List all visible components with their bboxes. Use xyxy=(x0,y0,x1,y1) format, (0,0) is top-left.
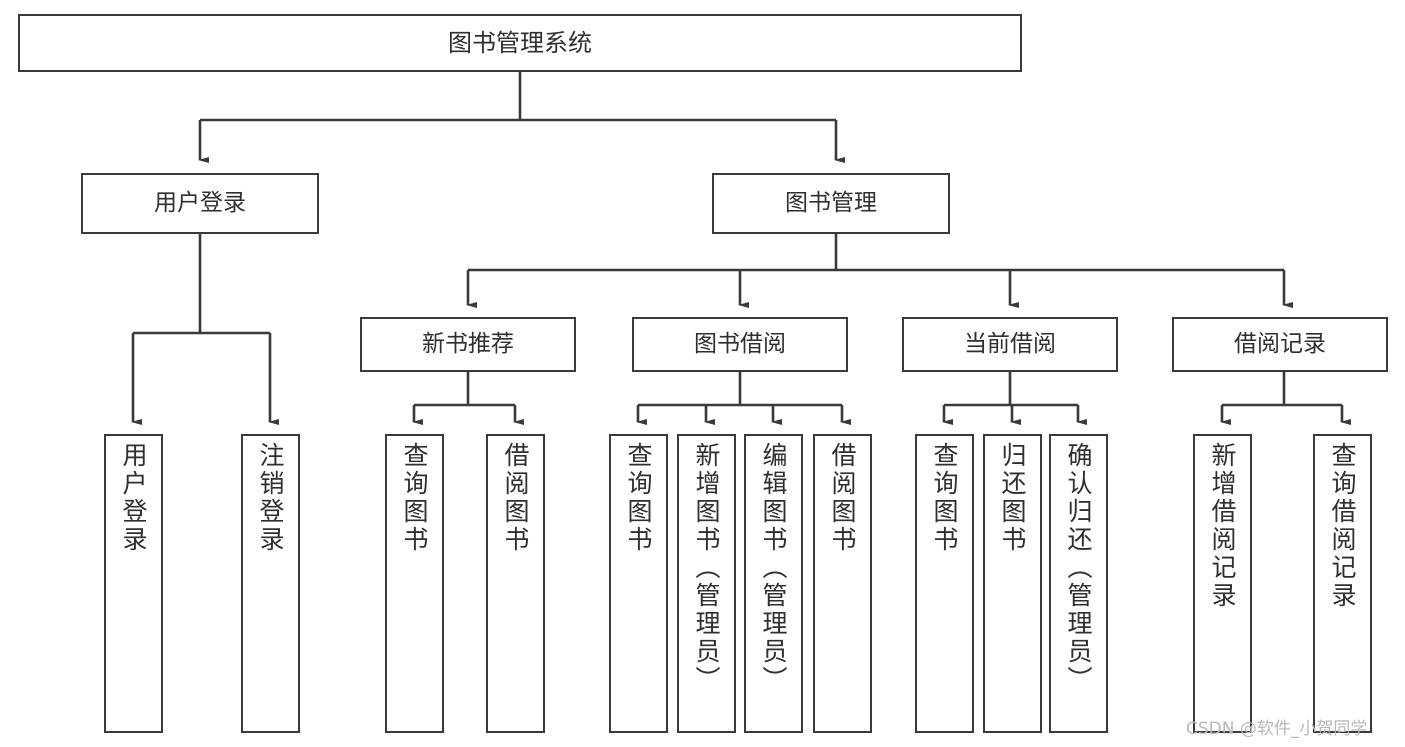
node-label: 图书借阅 xyxy=(694,330,786,357)
leaf-book-borrow-query-book[interactable]: 查询图书 xyxy=(609,434,668,733)
leaf-current-borrow-confirm-return-admin[interactable]: 确认归还（管理员） xyxy=(1049,434,1108,733)
node-label: 新书推荐 xyxy=(422,330,514,357)
node-book-management[interactable]: 图书管理 xyxy=(712,173,950,234)
node-label: 确认归还（管理员） xyxy=(1064,442,1093,694)
node-label: 新增图书（管理员） xyxy=(692,442,721,694)
node-label: 编辑图书（管理员） xyxy=(759,442,788,694)
node-new-book-recommend[interactable]: 新书推荐 xyxy=(360,317,576,372)
node-label: 借阅图书 xyxy=(828,442,857,554)
node-label: 新增借阅记录 xyxy=(1208,442,1237,610)
leaf-user-login-signout[interactable]: 注销登录 xyxy=(241,434,300,733)
watermark: CSDN @软件_小贺同学 xyxy=(1186,719,1368,739)
node-label: 注销登录 xyxy=(256,442,285,554)
node-book-borrow[interactable]: 图书借阅 xyxy=(632,317,848,372)
leaf-new-book-query-book[interactable]: 查询图书 xyxy=(385,434,444,733)
leaf-book-borrow-add-book-admin[interactable]: 新增图书（管理员） xyxy=(677,434,736,733)
node-current-borrow[interactable]: 当前借阅 xyxy=(902,317,1118,372)
node-label: 图书管理系统 xyxy=(448,28,592,57)
node-label: 图书管理 xyxy=(785,189,877,216)
node-label: 查询图书 xyxy=(624,442,653,554)
node-label: 用户登录 xyxy=(154,189,246,216)
node-user-login[interactable]: 用户登录 xyxy=(81,173,319,234)
leaf-user-login-signin[interactable]: 用户登录 xyxy=(104,434,163,733)
node-borrow-record[interactable]: 借阅记录 xyxy=(1172,317,1388,372)
node-label: 当前借阅 xyxy=(964,330,1056,357)
node-label: 用户登录 xyxy=(119,442,148,554)
leaf-current-borrow-return-book[interactable]: 归还图书 xyxy=(983,434,1042,733)
leaf-borrow-record-add-record[interactable]: 新增借阅记录 xyxy=(1193,434,1252,733)
node-label: 查询图书 xyxy=(400,442,429,554)
leaf-book-borrow-edit-book-admin[interactable]: 编辑图书（管理员） xyxy=(744,434,803,733)
leaf-current-borrow-query-book[interactable]: 查询图书 xyxy=(915,434,974,733)
node-label: 查询图书 xyxy=(930,442,959,554)
leaf-book-borrow-borrow-book[interactable]: 借阅图书 xyxy=(813,434,872,733)
node-label: 归还图书 xyxy=(998,442,1027,554)
node-label: 借阅记录 xyxy=(1234,330,1326,357)
node-label: 查询借阅记录 xyxy=(1328,442,1357,610)
node-root-book-management-system[interactable]: 图书管理系统 xyxy=(18,14,1022,72)
node-label: 借阅图书 xyxy=(501,442,530,554)
leaf-new-book-borrow-book[interactable]: 借阅图书 xyxy=(486,434,545,733)
leaf-borrow-record-query-record[interactable]: 查询借阅记录 xyxy=(1313,434,1372,733)
